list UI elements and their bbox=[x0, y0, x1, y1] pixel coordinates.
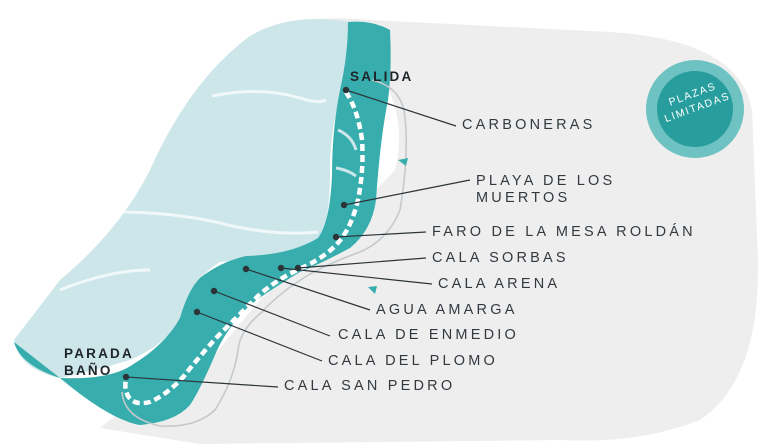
stop-label-cala-san-pedro: CALA SAN PEDRO bbox=[284, 378, 456, 394]
stop-label-carboneras: CARBONERAS bbox=[462, 117, 596, 133]
stop-label-cala-arena: CALA ARENA bbox=[438, 276, 561, 292]
sea-texture bbox=[59, 90, 327, 292]
badge-inner-circle bbox=[657, 71, 733, 147]
end-label-line2: BAÑO bbox=[64, 363, 113, 378]
route-line bbox=[123, 90, 365, 406]
stop-label-playa-de-los-muertos-1: PLAYA DE LOS bbox=[476, 173, 616, 189]
stop-label-cala-del-plomo: CALA DEL PLOMO bbox=[328, 353, 498, 369]
stop-dots bbox=[122, 86, 350, 381]
land-area bbox=[100, 18, 759, 444]
marker-flag-2 bbox=[368, 286, 377, 294]
marker-flag-1 bbox=[398, 158, 408, 166]
stop-label-cala-de-enmedio: CALA DE ENMEDIO bbox=[338, 327, 519, 343]
start-label: SALIDA bbox=[350, 69, 414, 84]
road-line bbox=[121, 79, 408, 427]
sea-area bbox=[14, 19, 355, 378]
end-label-line1: PARADA bbox=[64, 346, 134, 361]
stop-label-faro-mesa-roldan: FARO DE LA MESA ROLDÁN bbox=[432, 224, 696, 240]
limited-places-badge: PLAZAS LIMITADAS bbox=[646, 60, 744, 158]
stop-label-agua-amarga: AGUA AMARGA bbox=[376, 302, 518, 318]
inlet-lines bbox=[335, 128, 358, 178]
leader-lines bbox=[125, 89, 471, 388]
coastal-band bbox=[14, 21, 391, 426]
stop-label-cala-sorbas: CALA SORBAS bbox=[432, 250, 569, 266]
stop-label-playa-de-los-muertos-2: MUERTOS bbox=[476, 190, 571, 206]
